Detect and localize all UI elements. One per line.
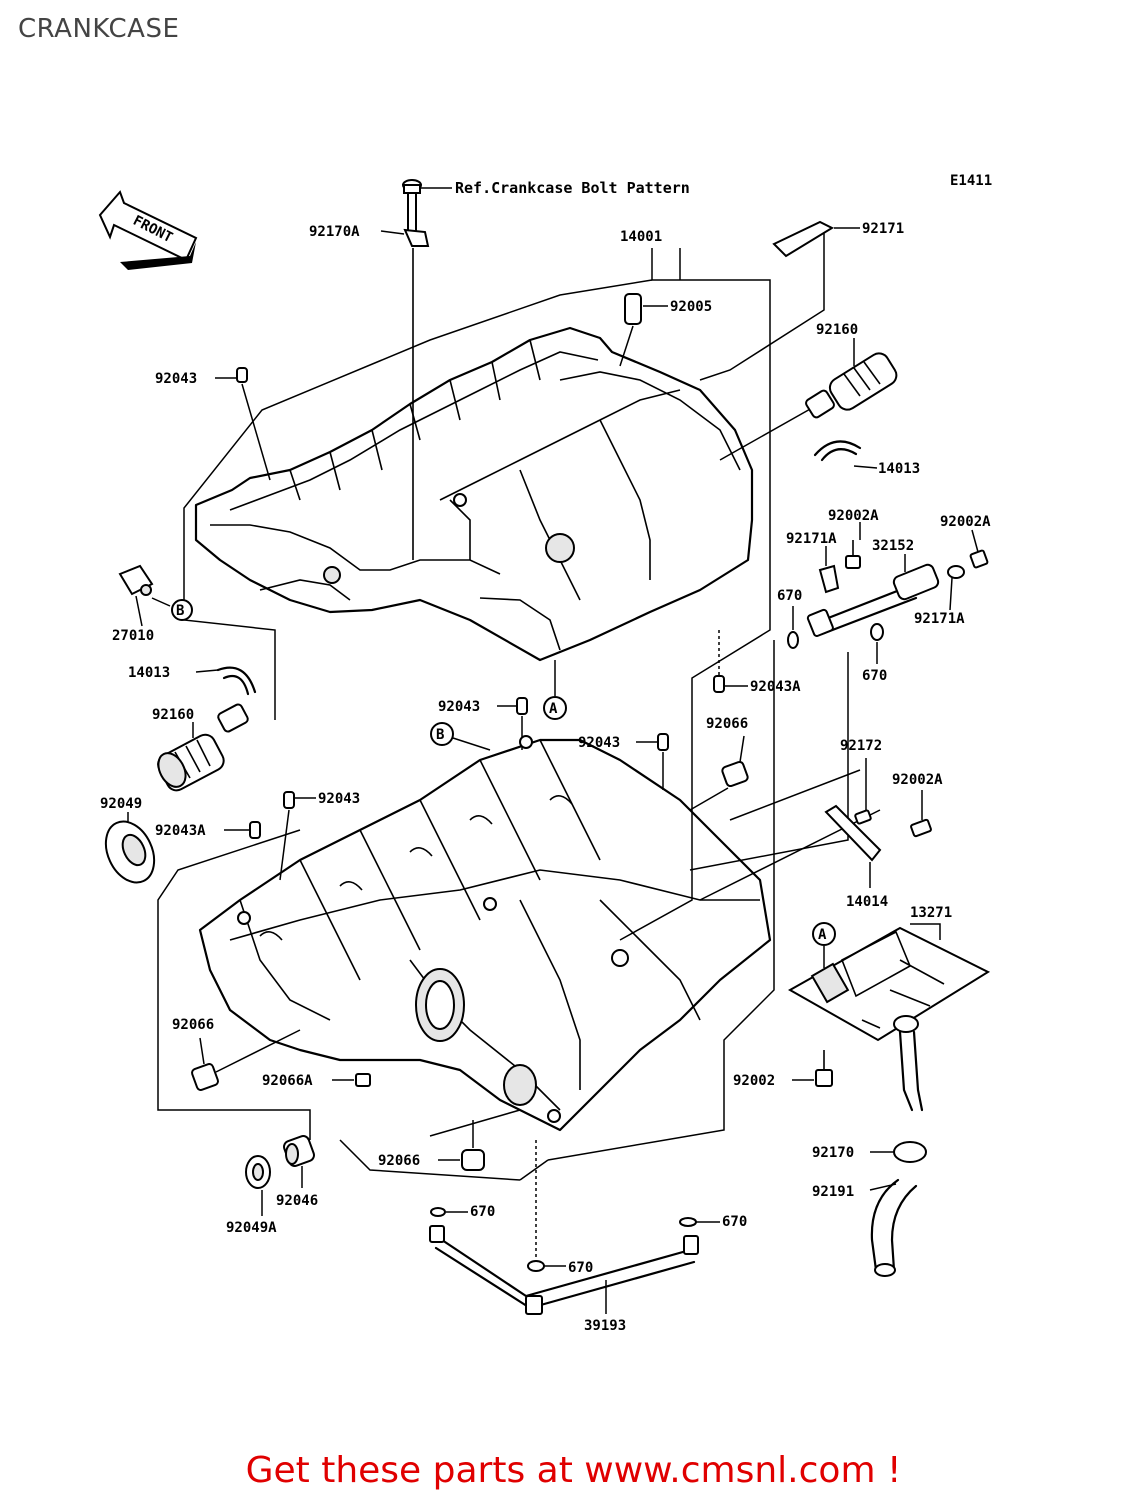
label-670-b: 670 [862, 668, 887, 684]
marker-a-lower: A [812, 922, 836, 968]
marker-a-upper-label: A [549, 701, 558, 717]
label-670-d: 670 [722, 1214, 747, 1230]
seal-92049 [104, 812, 156, 884]
pipe-92005 [619, 293, 668, 367]
label-32152: 32152 [872, 538, 914, 554]
label-92002a-a: 92002A [828, 508, 879, 524]
front-arrow-icon: FRONT [98, 190, 198, 270]
plug-92066-left [191, 1029, 301, 1091]
footer-link[interactable]: Get these parts at www.cmsnl.com ! [245, 1450, 902, 1491]
label-670-a: 670 [777, 588, 802, 604]
label-92066-left: 92066 [172, 1017, 214, 1033]
bolt-92002a-b [947, 529, 989, 611]
bearing-14013-left [195, 666, 257, 696]
label-92172: 92172 [840, 738, 882, 754]
plug-92066-bottom [438, 1120, 485, 1171]
dowel-92043-mid2 [636, 733, 669, 790]
label-92002a-c: 92002A [892, 772, 943, 788]
label-92043-upper: 92043 [155, 371, 197, 387]
marker-b-lower-label: B [436, 727, 444, 743]
label-92043a-right: 92043A [750, 679, 801, 695]
bolt-92172 [854, 758, 872, 825]
upper-case-frame [183, 232, 825, 941]
clamp-92170 [870, 1141, 927, 1163]
label-14014: 14014 [846, 894, 888, 910]
label-92171a-a: 92171A [786, 531, 837, 547]
label-13271: 13271 [910, 905, 952, 921]
seal-92049a [245, 1155, 271, 1216]
marker-b-lower: B [430, 722, 491, 751]
plug-92066-right [689, 735, 749, 811]
label-92171a-b: 92171A [914, 611, 965, 627]
label-670-c: 670 [470, 1204, 495, 1220]
diagram-code: E1411 [950, 173, 992, 189]
label-92066-right: 92066 [706, 716, 748, 732]
upper-crankcase [194, 326, 754, 662]
bearing-92046 [283, 1135, 315, 1188]
marker-b-left-label: B [176, 603, 184, 619]
strainer-92160-upper [805, 338, 898, 419]
strainer-92160-lower [157, 703, 249, 792]
marker-a-lower-label: A [818, 927, 827, 943]
marker-a-upper: A [543, 660, 567, 720]
bolt-92002 [792, 1050, 833, 1087]
dowel-92043-mid [497, 697, 528, 750]
label-92160-upper: 92160 [816, 322, 858, 338]
switch-27010 [118, 564, 171, 627]
pipe-39193 [429, 1140, 720, 1315]
dowel-92043a-left [224, 821, 261, 839]
label-39193: 39193 [584, 1318, 626, 1334]
label-14013-right: 14013 [878, 461, 920, 477]
bearing-14013-right [813, 440, 878, 469]
label-92066a: 92066A [262, 1073, 313, 1089]
label-92171: 92171 [862, 221, 904, 237]
hose-92191 [869, 1178, 918, 1277]
label-92170: 92170 [812, 1145, 854, 1161]
label-14001: 14001 [620, 229, 662, 245]
plate-92171 [772, 220, 860, 258]
pipe-32152 [806, 554, 940, 637]
label-92066-bottom: 92066 [378, 1153, 420, 1169]
ref-crankcase-bolt-pattern: Ref.Crankcase Bolt Pattern [455, 179, 690, 197]
marker-b-left: B [171, 599, 193, 621]
clamp-92170a [380, 228, 430, 560]
dowel-92043-left [279, 791, 316, 881]
label-92170a: 92170A [309, 224, 360, 240]
label-92043-mid: 92043 [438, 699, 480, 715]
label-92049a: 92049A [226, 1220, 277, 1236]
label-92043a-left: 92043A [155, 823, 206, 839]
label-14013-left: 14013 [128, 665, 170, 681]
dowel-92043-upper [215, 367, 271, 481]
bolt-92002a-c [910, 790, 932, 838]
label-92043-mid2: 92043 [578, 735, 620, 751]
bolt-92002a-a [845, 522, 861, 569]
label-92002: 92002 [733, 1073, 775, 1089]
oring-670-b [870, 623, 884, 664]
label-92002a-b: 92002A [940, 514, 991, 530]
label-92043-left: 92043 [318, 791, 360, 807]
label-92049: 92049 [100, 796, 142, 812]
label-92005: 92005 [670, 299, 712, 315]
page-title: CRANKCASE [18, 14, 180, 44]
label-92046: 92046 [276, 1193, 318, 1209]
label-92191: 92191 [812, 1184, 854, 1200]
baffle-plate-13271 [787, 923, 991, 1112]
lower-crankcase [198, 735, 772, 1132]
label-670-e: 670 [568, 1260, 593, 1276]
oring-670-a [787, 606, 799, 649]
crankcase-bolt [402, 179, 452, 232]
label-92160-lower: 92160 [152, 707, 194, 723]
dowel-92043a-right [713, 630, 748, 693]
label-27010: 27010 [112, 628, 154, 644]
plate-14014 [824, 804, 882, 888]
plate-92171a-a [818, 546, 840, 594]
plug-92066a [332, 1073, 371, 1087]
